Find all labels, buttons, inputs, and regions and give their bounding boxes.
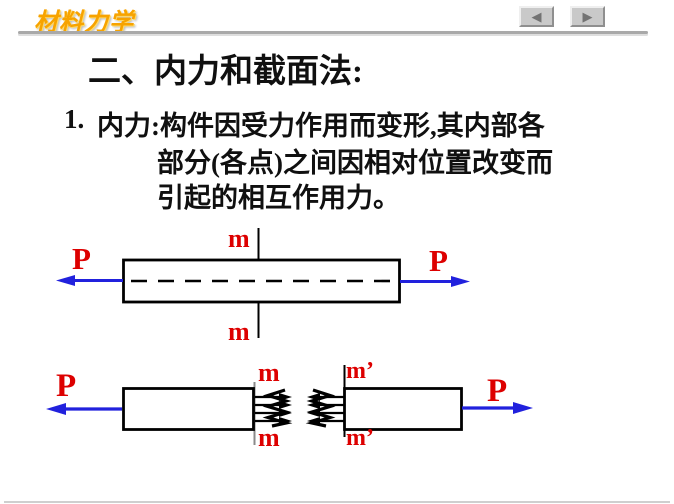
section-label-m-top: m: [258, 358, 280, 387]
force-arrow-left-head: [56, 275, 75, 286]
section-label-m-prime-bottom: m’: [346, 425, 374, 451]
load-label-p-right: P: [487, 373, 508, 409]
arrow-left-icon: ◀: [531, 9, 542, 24]
right-half-outline: [343, 387, 463, 431]
internal-force-arrowhead: [279, 401, 292, 409]
arrow-right-icon: ▶: [582, 9, 593, 24]
bar-with-section-diagram: m m P P: [0, 224, 674, 346]
load-label-p-right: P: [429, 243, 448, 278]
left-half-outline: [122, 387, 255, 431]
cut-bar-canvas: [46, 365, 533, 445]
next-slide-button[interactable]: ▶: [570, 6, 605, 27]
internal-force-arrowhead: [279, 417, 292, 425]
force-arrow-right-head: [513, 402, 533, 414]
load-label-p-left: P: [72, 241, 91, 276]
internal-force-arrowhead: [307, 393, 320, 401]
internal-force-arrowhead: [307, 409, 320, 417]
definition-line-3: 引起的相互作用力。: [157, 183, 400, 213]
force-arrow-right-head: [451, 276, 470, 287]
item-number: 1.: [64, 104, 85, 134]
force-arrow-left-head: [46, 403, 66, 415]
section-label-m-top: m: [228, 224, 250, 253]
load-label-p-left: P: [56, 368, 77, 404]
internal-force-arrowhead: [307, 417, 320, 425]
definition-line-1: 内力:构件因受力作用而变形,其内部各: [97, 111, 545, 141]
bar-diagram-canvas: [56, 228, 470, 338]
header-divider: [18, 31, 648, 34]
internal-force-arrowhead: [307, 401, 320, 409]
prev-slide-button[interactable]: ◀: [519, 6, 554, 27]
section-label-m-bottom: m: [258, 423, 280, 452]
section-label-m-bottom: m: [228, 317, 250, 346]
section-title: 二、内力和截面法:: [88, 54, 363, 90]
internal-force-arrowhead: [279, 409, 292, 417]
definition-line-2: 部分(各点)之间因相对位置改变而: [157, 148, 553, 178]
section-label-m-prime-top: m’: [346, 358, 374, 384]
cut-bar-internal-forces-diagram: P P m m m’ m’: [0, 358, 674, 460]
footer-divider: [4, 501, 670, 503]
internal-force-arrowhead: [279, 393, 292, 401]
